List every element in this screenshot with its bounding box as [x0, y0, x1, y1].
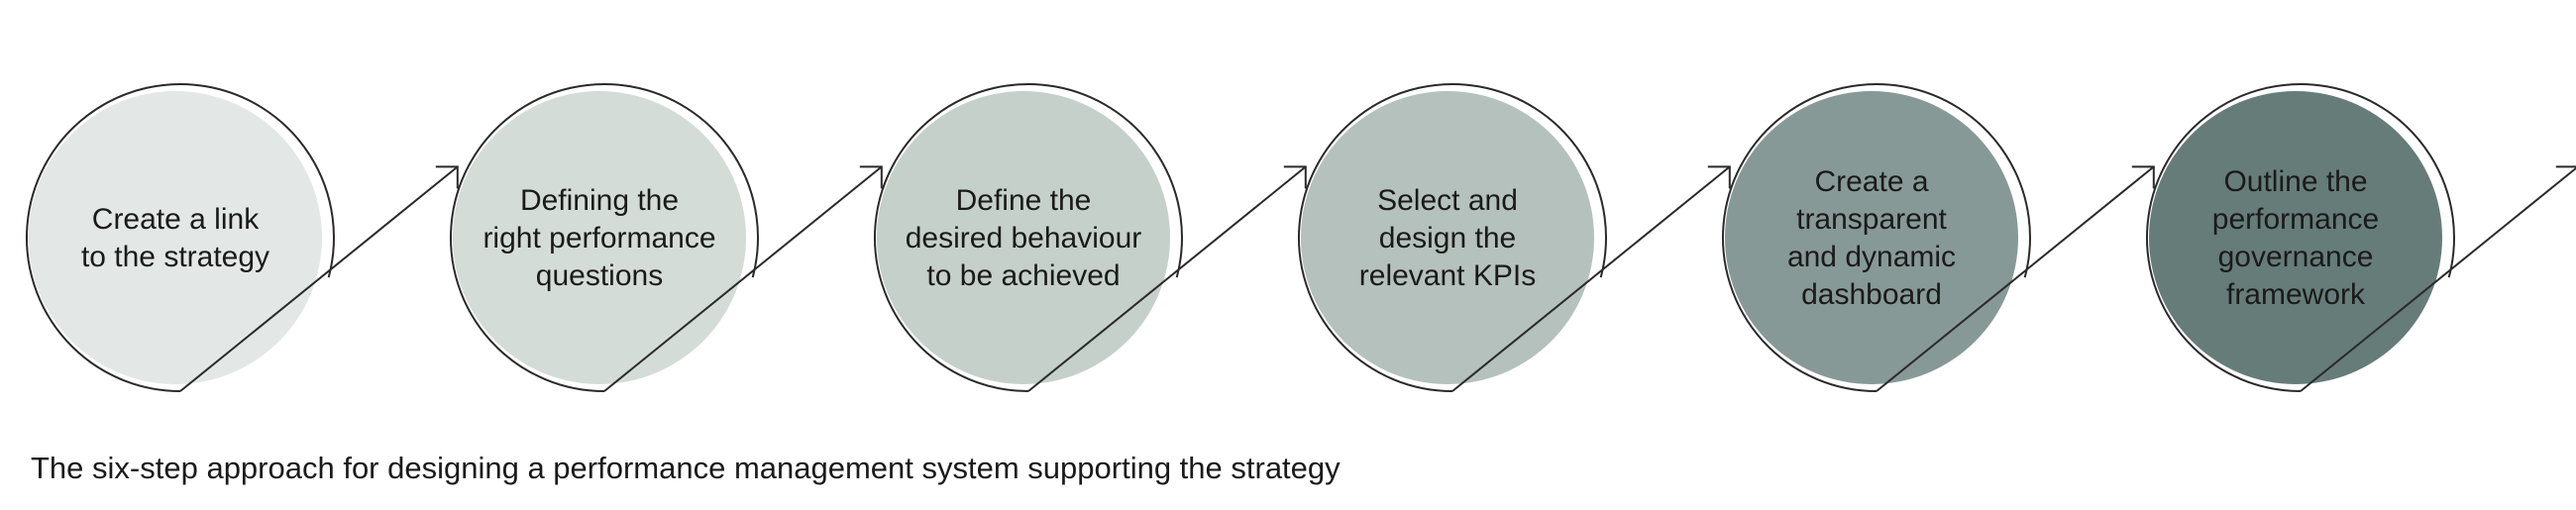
- step-6: Outline the performance governance framewor…: [2146, 83, 2576, 392]
- step-6-label: Outline the performance governance framewor…: [2212, 165, 2379, 311]
- figure-caption: The six-step approach for designing a pe…: [31, 451, 1341, 485]
- step-4-label-line: Select and: [1377, 184, 1518, 217]
- step-4-label-line: relevant KPIs: [1359, 259, 1536, 292]
- step-2-arrowhead: [859, 165, 883, 189]
- step-1-arrowhead: [435, 165, 459, 189]
- step-1-label-line: to the strategy: [81, 241, 269, 273]
- step-6-label-line: framework: [2226, 278, 2366, 311]
- step-3-label-line: to be achieved: [926, 259, 1120, 292]
- step-5-connector: [1876, 165, 2155, 392]
- step-1-disk: [29, 91, 322, 384]
- step-4-disk: [1301, 91, 1594, 384]
- step-3: Define the desired behaviour to be achieve…: [874, 83, 1307, 392]
- step-6-label-line: governance: [2218, 241, 2374, 273]
- step-3-label-line: Define the: [956, 184, 1092, 217]
- step-5-arrowhead: [2131, 165, 2155, 189]
- step-5-label-line: and dynamic: [1787, 241, 1956, 273]
- step-6-arrowhead: [2555, 165, 2576, 168]
- step-4: Select and design the relevant KPIs: [1298, 83, 1731, 392]
- step-3-label-line: desired behaviour: [906, 222, 1142, 255]
- step-2-label-line: questions: [536, 259, 663, 292]
- step-2-label-line: right performance: [483, 222, 715, 255]
- step-6-disk: [2149, 91, 2442, 384]
- step-4-outline: [1298, 83, 1607, 392]
- step-5-disk: [1725, 91, 2018, 384]
- step-4-arrowhead: [1707, 165, 1731, 189]
- step-4-connector: [1451, 165, 1731, 392]
- step-6-outline: [2146, 83, 2455, 392]
- step-4-label: Select and design the relevant KPIs: [1359, 184, 1536, 292]
- step-6-label-line: performance: [2212, 203, 2379, 236]
- step-5-label-line: transparent: [1796, 203, 1947, 236]
- step-6-label-line: Outline the: [2223, 165, 2367, 198]
- step-5-label-line: Create a: [1814, 165, 1928, 198]
- six-step-process-diagram: Create a link to the strategy Defining the…: [26, 83, 2576, 392]
- step-5: Create a transparent and dynamic dashboard: [1722, 83, 2155, 392]
- step-1: Create a link to the strategy: [26, 83, 459, 392]
- step-2: Defining the right performance questions: [450, 83, 883, 392]
- step-1-outline: [26, 83, 335, 392]
- step-2-connector: [603, 165, 883, 392]
- step-3-connector: [1027, 165, 1307, 392]
- step-5-label: Create a transparent and dynamic dashboard: [1787, 165, 1956, 311]
- step-2-label: Defining the right performance questions: [483, 184, 715, 292]
- step-3-disk: [877, 91, 1170, 384]
- step-6-connector: [2300, 166, 2576, 392]
- step-4-label-line: design the: [1379, 222, 1516, 255]
- step-5-outline: [1722, 83, 2031, 392]
- step-2-outline: [450, 83, 759, 392]
- step-1-label: Create a link to the strategy: [81, 203, 269, 273]
- step-3-label: Define the desired behaviour to be achieve…: [906, 184, 1142, 292]
- step-2-label-line: Defining the: [520, 184, 679, 217]
- step-2-disk: [453, 91, 746, 384]
- step-5-label-line: dashboard: [1801, 278, 1942, 311]
- step-3-outline: [874, 83, 1183, 392]
- step-1-label-line: Create a link: [92, 203, 260, 236]
- step-1-connector: [179, 165, 459, 392]
- step-3-arrowhead: [1283, 165, 1307, 189]
